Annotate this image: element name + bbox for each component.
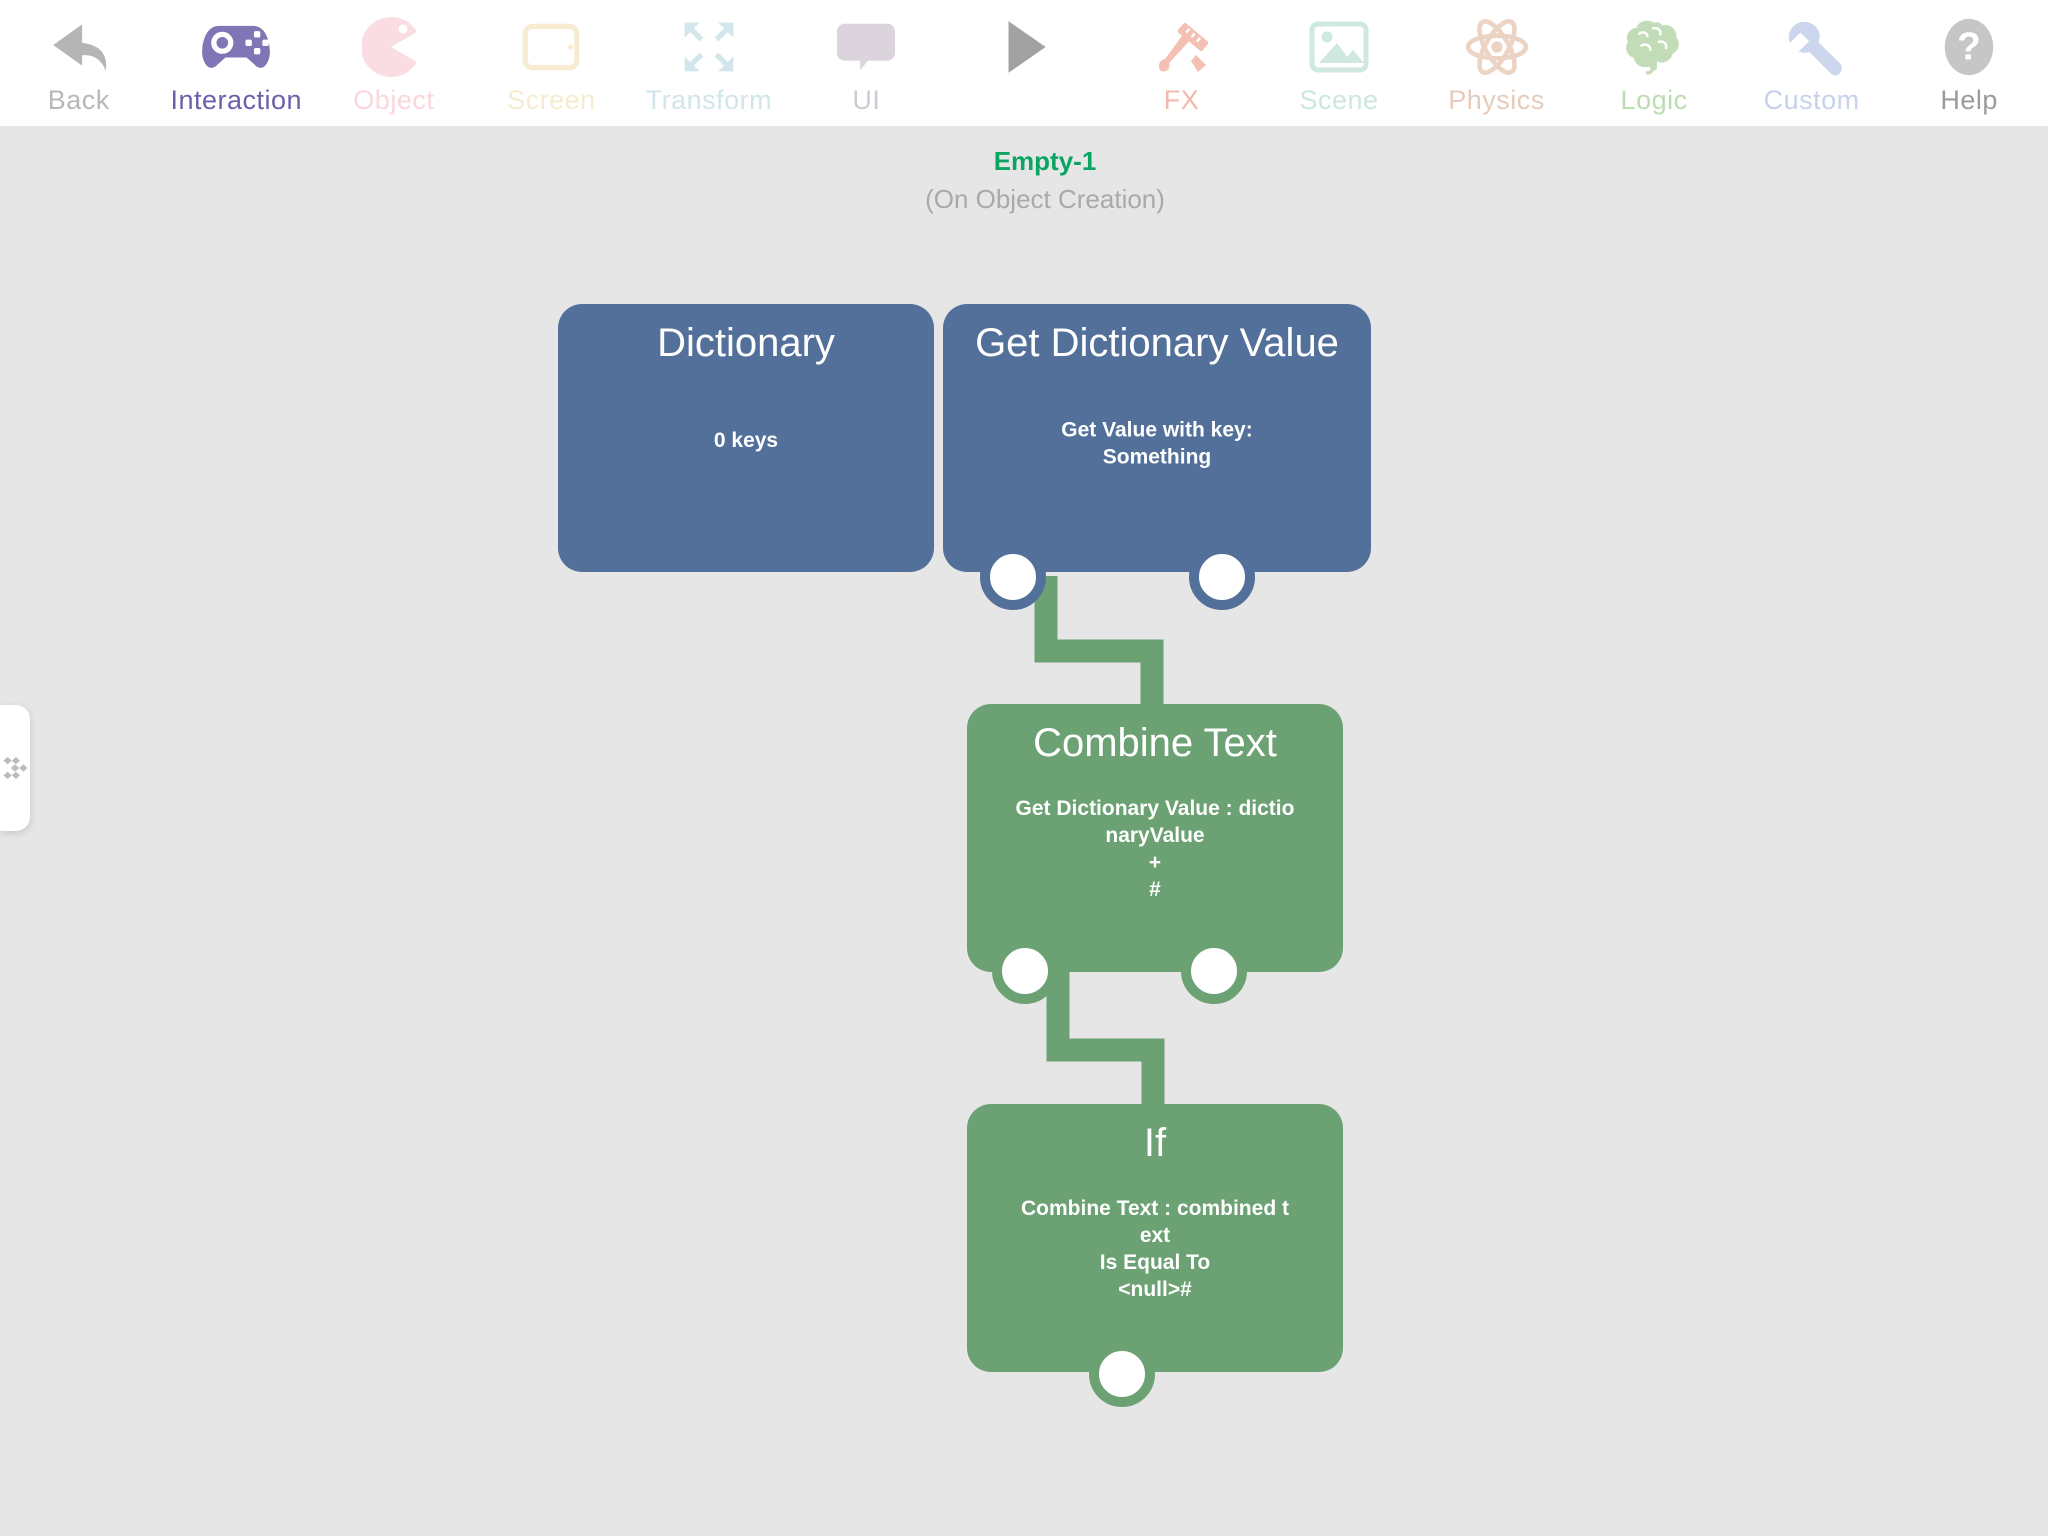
drawer-handle[interactable] — [0, 705, 30, 831]
node-body: Get Value with key: Something — [1061, 418, 1253, 469]
svg-text:?: ? — [1957, 26, 1981, 69]
toolbar-item-object[interactable]: Object — [315, 0, 473, 126]
toolbar-label: Logic — [1620, 85, 1688, 115]
gamepad-icon — [198, 10, 274, 84]
node-body: Get Dictionary Value : dictio naryValue … — [1015, 796, 1295, 901]
art-tools-icon — [1149, 10, 1213, 84]
wire-gdv-to-combine — [1034, 576, 1164, 716]
node-dictionary[interactable]: Dictionary 0 keys — [558, 304, 934, 572]
toolbar-item-help[interactable]: ? Help — [1890, 0, 2048, 126]
node-if[interactable]: If Combine Text : combined t ext Is Equa… — [967, 1104, 1343, 1372]
pacman-icon — [361, 10, 426, 84]
toolbar-item-back[interactable]: Back — [0, 0, 158, 126]
toolbar-item-logic[interactable]: Logic — [1575, 0, 1733, 126]
port-if-output[interactable] — [1089, 1341, 1155, 1407]
toolbar-label: Screen — [507, 85, 596, 115]
picture-icon — [1307, 10, 1371, 84]
toolbar-item-fx[interactable]: FX — [1103, 0, 1261, 126]
port-gdv-output-right[interactable] — [1189, 544, 1255, 610]
toolbar-label: Scene — [1299, 85, 1379, 115]
node-title: If — [1143, 1121, 1167, 1165]
toolbar-label: Help — [1940, 85, 1998, 115]
toolbar-item-interaction[interactable]: Interaction — [158, 0, 316, 126]
toolbar-label: Physics — [1448, 85, 1545, 115]
expand-arrows-icon — [679, 10, 739, 84]
toolbar-item-scene[interactable]: Scene — [1260, 0, 1418, 126]
tablet-icon — [518, 10, 584, 84]
toolbar-item-physics[interactable]: Physics — [1418, 0, 1576, 126]
node-get-dictionary-value[interactable]: Get Dictionary Value Get Value with key:… — [943, 304, 1371, 572]
canvas-header: Empty-1 (On Object Creation) — [845, 146, 1245, 215]
port-combine-output-left[interactable] — [992, 938, 1058, 1004]
toolbar-item-transform[interactable]: Transform — [630, 0, 788, 126]
question-icon: ? — [1938, 10, 2000, 84]
node-title: Combine Text — [1033, 721, 1277, 765]
port-combine-output-right[interactable] — [1181, 938, 1247, 1004]
toolbar-label: Interaction — [170, 85, 303, 115]
wire-combine-to-if — [1046, 971, 1165, 1116]
back-arrow-icon — [46, 10, 112, 84]
node-body: Combine Text : combined t ext Is Equal T… — [1021, 1196, 1289, 1301]
node-combine-text[interactable]: Combine Text Get Dictionary Value : dict… — [967, 704, 1343, 972]
double-chevron-icon — [3, 756, 28, 780]
node-title: Dictionary — [657, 321, 835, 365]
object-name: Empty-1 — [993, 146, 1097, 176]
toolbar-label: Object — [353, 85, 435, 115]
brain-icon — [1623, 10, 1685, 84]
toolbar-label: Custom — [1763, 85, 1860, 115]
play-icon — [991, 10, 1057, 84]
atom-icon — [1464, 10, 1530, 84]
wrench-icon — [1781, 10, 1843, 84]
node-body: 0 keys — [713, 429, 779, 453]
behavior-canvas[interactable]: Empty-1 (On Object Creation) Dictionary … — [0, 126, 2048, 1536]
speech-bubble-icon — [835, 10, 897, 84]
toolbar-item-play[interactable] — [945, 0, 1103, 126]
toolbar-label: FX — [1163, 85, 1200, 115]
node-title: Get Dictionary Value — [975, 321, 1339, 365]
toolbar-label: Transform — [645, 85, 773, 115]
toolbar: Back Interaction — [0, 0, 2048, 126]
toolbar-label: UI — [852, 85, 881, 115]
toolbar-item-ui[interactable]: UI — [788, 0, 946, 126]
toolbar-label: Back — [47, 85, 110, 115]
event-name: (On Object Creation) — [925, 184, 1165, 214]
toolbar-item-custom[interactable]: Custom — [1733, 0, 1891, 126]
port-gdv-output-left[interactable] — [980, 544, 1046, 610]
toolbar-item-screen[interactable]: Screen — [473, 0, 631, 126]
